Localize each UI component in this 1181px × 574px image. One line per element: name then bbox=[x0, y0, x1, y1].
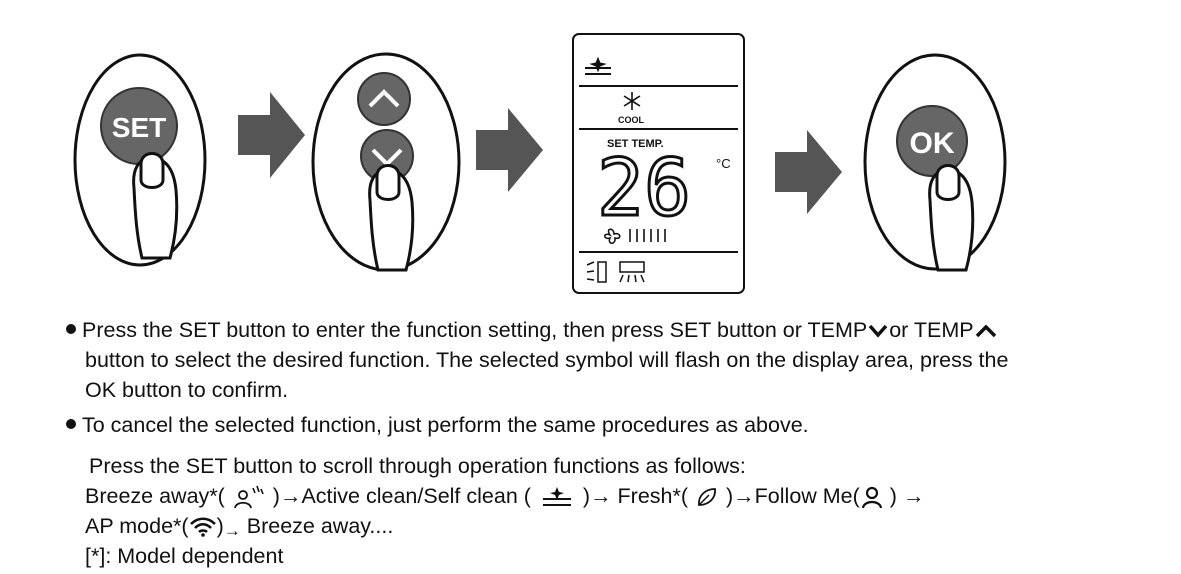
close-paren: ) bbox=[216, 514, 224, 538]
remote-step-temp bbox=[311, 52, 461, 272]
follow-me-text: →Follow Me( bbox=[733, 484, 860, 508]
mode-label: COOL bbox=[618, 115, 645, 125]
instruction-text: or TEMP bbox=[889, 318, 974, 342]
lcd-display: COOL SET TEMP. 26 °C bbox=[572, 33, 745, 294]
close-paren: ) bbox=[272, 484, 280, 508]
fresh-text: → Fresh*( bbox=[590, 484, 689, 508]
active-clean-icon bbox=[585, 56, 611, 75]
instruction-text: Press the SET button to enter the functi… bbox=[82, 318, 868, 342]
set-button-label: SET bbox=[112, 112, 166, 143]
sequence-line-2: AP mode*( )→ Breeze away.... bbox=[85, 511, 393, 543]
sequence-intro: Press the SET button to scroll through o… bbox=[89, 454, 746, 478]
remote-step-set: SET bbox=[73, 53, 207, 267]
right-arrow-icon bbox=[775, 130, 842, 214]
finger-press-icon bbox=[368, 164, 415, 272]
temperature-value: 26 bbox=[597, 144, 691, 234]
finger-press-icon bbox=[132, 152, 179, 260]
fan-icon bbox=[604, 228, 621, 244]
snowflake-icon bbox=[623, 92, 641, 110]
procedure-illustration: SET COOL SET TEMP. 26 °C bbox=[73, 33, 1007, 294]
instruction-text: To cancel the selected function, just pe… bbox=[82, 413, 809, 437]
ok-button-icon[interactable] bbox=[896, 105, 968, 177]
follow-me-person-icon bbox=[861, 487, 882, 509]
ok-button-label: OK bbox=[910, 127, 955, 160]
instruction-bullet-1-line3: OK button to confirm. bbox=[85, 378, 289, 402]
fan-speed-bars bbox=[629, 229, 666, 242]
active-clean-text: →Active clean/Self clean ( bbox=[279, 484, 531, 508]
instruction-bullet-1-line2: button to select the desired function. T… bbox=[85, 348, 1009, 372]
close-paren: ) bbox=[582, 484, 591, 508]
breeze-away-text: Breeze away*( bbox=[85, 484, 225, 508]
right-arrow-icon bbox=[238, 92, 305, 178]
remote-step-ok: OK bbox=[863, 53, 1007, 272]
louver-icon bbox=[586, 261, 607, 283]
wifi-icon bbox=[189, 517, 216, 538]
instruction-bullet-2: To cancel the selected function, just pe… bbox=[66, 410, 809, 440]
instruction-bullet-1: Press the SET button to enter the functi… bbox=[66, 315, 998, 345]
ac-unit-icon bbox=[619, 261, 645, 283]
bullet-dot bbox=[66, 324, 76, 335]
close-paren: ) bbox=[889, 484, 897, 508]
breeze-away-icon bbox=[233, 486, 264, 509]
chevron-down-icon bbox=[868, 325, 888, 338]
fresh-leaf-icon bbox=[698, 488, 716, 507]
sequence-line-1: Breeze away*( )→Active clean/Self clean … bbox=[85, 481, 924, 511]
finger-press-icon bbox=[928, 164, 975, 272]
model-dependent-note: [*]: Model dependent bbox=[85, 544, 284, 568]
breeze-end-text: Breeze away.... bbox=[246, 514, 394, 538]
active-clean-icon bbox=[542, 487, 571, 507]
set-temp-label: SET TEMP. bbox=[607, 138, 664, 150]
close-paren: ) bbox=[726, 484, 734, 508]
bullet-dot bbox=[66, 419, 76, 430]
right-arrow-icon bbox=[476, 108, 543, 192]
arrow-end: → bbox=[902, 484, 925, 508]
temp-up-icon[interactable] bbox=[357, 72, 411, 126]
chevron-up-icon bbox=[975, 324, 996, 338]
arrow-4: → bbox=[223, 521, 241, 540]
temperature-unit: °C bbox=[716, 156, 731, 171]
ap-mode-text: AP mode*( bbox=[85, 514, 189, 538]
